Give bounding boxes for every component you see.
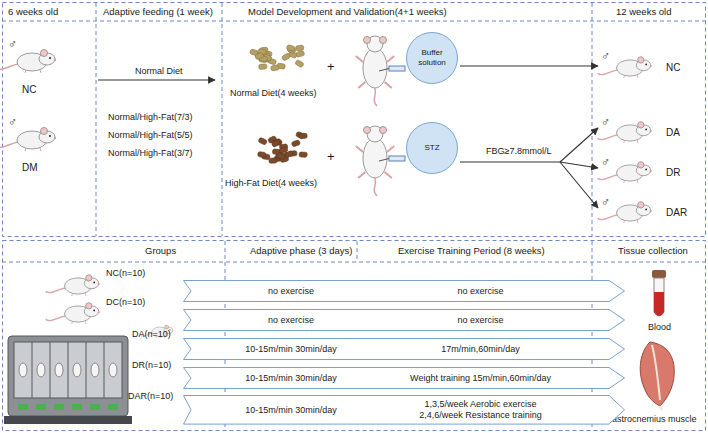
node-text: Buffer solution bbox=[412, 48, 452, 67]
diet-pellets bbox=[250, 44, 305, 71]
label-text: Normal/High-Fat(7/3) bbox=[108, 112, 193, 122]
label-text: DAR bbox=[666, 207, 687, 219]
label-text: DR bbox=[666, 167, 680, 179]
label-text: Tissue collection bbox=[618, 246, 688, 257]
flow-arrow bbox=[460, 65, 598, 66]
node-text: 1,3,5/week Aerobic exercise 2,4,6/week R… bbox=[417, 399, 545, 421]
arrow-outline bbox=[183, 309, 625, 331]
label-text: 12 weeks old bbox=[616, 7, 671, 18]
label-text: + bbox=[327, 60, 335, 75]
label-text: DC(n=10) bbox=[106, 297, 145, 307]
label-text: DM bbox=[22, 162, 38, 174]
flow-trunk bbox=[460, 161, 560, 162]
dashed-divider bbox=[96, 3, 97, 236]
node-text: no exercise bbox=[373, 315, 588, 326]
node-text: 10-15m/min 30min/day bbox=[227, 344, 355, 355]
label-text: ♂ bbox=[8, 116, 17, 130]
mouse-figure bbox=[46, 275, 100, 296]
speech-bubble: STZ bbox=[406, 122, 458, 174]
injected-mouse bbox=[356, 126, 405, 196]
group-arrow: no exercise no exercise bbox=[183, 280, 625, 302]
label-text: Adaptive phase (3 days) bbox=[250, 246, 352, 257]
flow-arrow bbox=[560, 128, 598, 162]
panel-frame bbox=[3, 3, 706, 237]
node-text: 10-15m/min 30min/day bbox=[227, 373, 355, 384]
label-text: Normal/High-Fat(3/7) bbox=[108, 148, 193, 158]
group-arrow: no exercise no exercise bbox=[183, 309, 625, 331]
node-text: STZ bbox=[412, 143, 452, 153]
group-arrow: 10-15m/min 30min/day 17m/min,60min/day bbox=[183, 338, 625, 360]
injected-mouse bbox=[356, 36, 405, 106]
mouse-figure bbox=[0, 128, 56, 152]
label-text: ♂ bbox=[601, 156, 610, 170]
group-arrow: 10-15m/min 30min/day 1,3,5/week Aerobic e… bbox=[183, 395, 625, 425]
node-text: no exercise bbox=[227, 315, 355, 326]
label-text: Exercise Training Period (8 weeks) bbox=[398, 246, 545, 257]
label-text: FBG≥7.8mmol/L bbox=[486, 146, 551, 156]
label-text: NC bbox=[666, 62, 680, 74]
gastrocnemius-muscle bbox=[640, 342, 674, 410]
mouse-figure bbox=[46, 303, 100, 324]
label-text: + bbox=[327, 150, 335, 165]
label-text: DA(n=10) bbox=[132, 329, 171, 339]
arrow-outline bbox=[183, 280, 625, 302]
dashed-divider bbox=[357, 241, 358, 262]
label-text: DR(n=10) bbox=[132, 360, 171, 370]
dashed-divider bbox=[2, 21, 706, 22]
node-text: Weight training 15m/min,60min/day bbox=[373, 373, 588, 384]
label-text: Normal/High-Fat(5/5) bbox=[108, 130, 193, 140]
label-text: DA bbox=[666, 127, 680, 139]
treadmill bbox=[4, 336, 132, 424]
label-text: ♂ bbox=[601, 196, 610, 210]
node-text: no exercise bbox=[227, 286, 355, 297]
label-text: ♂ bbox=[601, 116, 610, 130]
dashed-divider bbox=[222, 3, 223, 236]
label-text: NC bbox=[22, 84, 36, 96]
node-text: 17m/min,60min/day bbox=[373, 344, 588, 355]
label-text: ♂ bbox=[8, 38, 17, 52]
arrow-shape bbox=[184, 281, 625, 302]
label-text: Blood bbox=[648, 322, 671, 332]
group-arrow: 10-15m/min 30min/day Weight training 15m/… bbox=[183, 367, 625, 389]
diet-pellets bbox=[258, 131, 308, 163]
flow-arrow bbox=[560, 162, 598, 168]
dashed-divider bbox=[2, 262, 706, 263]
node-text: no exercise bbox=[373, 286, 588, 297]
label-text: NC(n=10) bbox=[106, 268, 145, 278]
blood-tube bbox=[652, 270, 666, 316]
label-text: DAR(n=10) bbox=[128, 391, 173, 401]
node-text: 10-15m/min 30min/day bbox=[227, 405, 355, 416]
label-text: Normal Diet bbox=[135, 66, 183, 76]
label-text: Adaptive feeding (1 week) bbox=[103, 7, 213, 18]
label-text: 6 weeks old bbox=[8, 7, 58, 18]
arrow-shape bbox=[184, 310, 625, 331]
arrow-shape bbox=[184, 339, 625, 360]
label-text: Normal Diet(4 weeks) bbox=[230, 88, 317, 98]
label-text: Model Development and Validation(4+1 wee… bbox=[248, 7, 447, 18]
flow-arrow bbox=[560, 162, 598, 208]
label-text: High-Fat Diet(4 weeks) bbox=[225, 178, 317, 188]
timeline-arrow bbox=[98, 79, 215, 80]
arrow-shape bbox=[184, 396, 625, 425]
speech-bubble: Buffer solution bbox=[406, 32, 458, 84]
mouse-figure bbox=[0, 50, 56, 74]
arrow-shape bbox=[184, 368, 625, 389]
label-text: ♂ bbox=[601, 50, 610, 64]
panel-frame bbox=[3, 241, 706, 431]
label-text: Groups bbox=[145, 246, 176, 257]
